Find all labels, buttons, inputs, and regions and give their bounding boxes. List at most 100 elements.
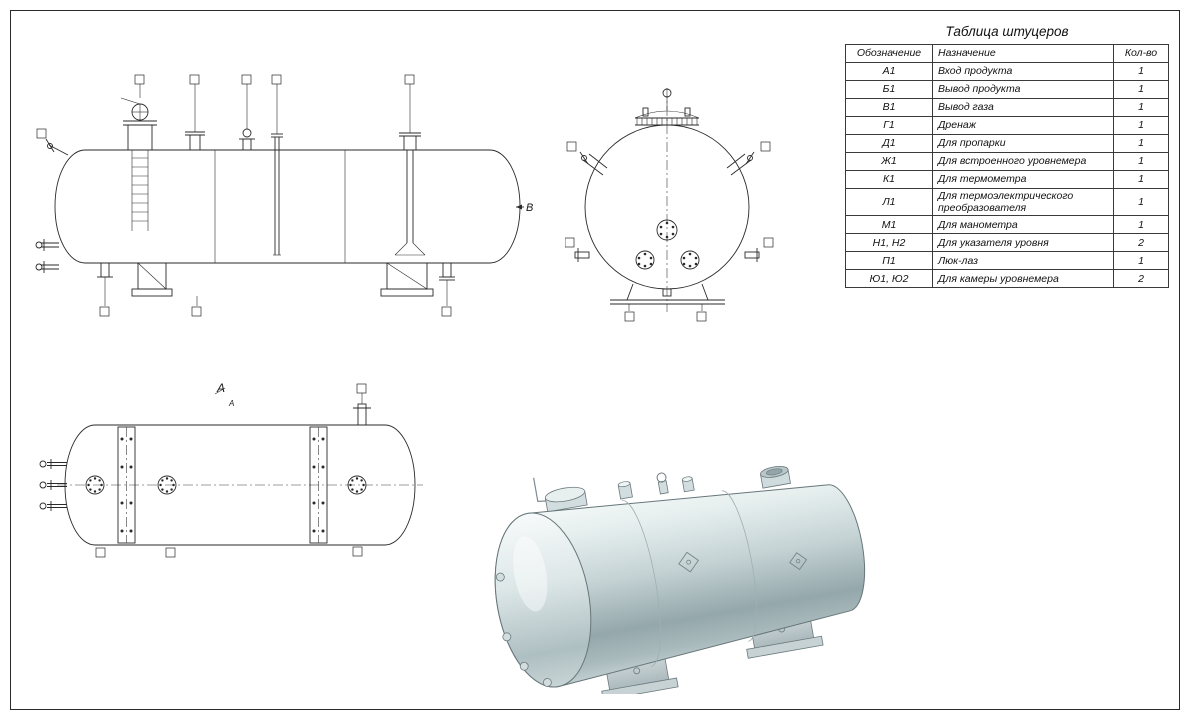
plan-arrow-label: А <box>216 381 225 395</box>
drawing-frame-border <box>10 10 1180 710</box>
dip-pipe-nozzle <box>394 74 426 256</box>
nozzle-designation: П1 <box>845 251 933 271</box>
col-header-purpose: Назначение <box>932 44 1114 63</box>
nozzle-purpose: Для термоэлектрического преобразователя <box>932 187 1114 217</box>
iso-view-render <box>494 466 866 694</box>
nozzle-qty: 2 <box>1113 269 1169 289</box>
plan-saddle-left <box>117 426 136 544</box>
iso-view <box>455 432 895 694</box>
iso-cap-fittings <box>495 572 552 687</box>
plan-left-stubs <box>39 459 67 511</box>
side-view-marker-label: В <box>526 202 533 214</box>
nozzle-qty: 1 <box>1113 152 1169 171</box>
nozzle-purpose: Для манометра <box>932 215 1114 235</box>
end-view-flange-low-left <box>635 250 655 270</box>
nozzle-qty: 1 <box>1113 80 1169 99</box>
level-gauge-pipe <box>271 74 283 256</box>
side-view-drawing: В <box>35 74 533 317</box>
nozzle-qty: 1 <box>1113 187 1169 217</box>
end-view-flange-center <box>656 219 678 241</box>
plan-saddle-right <box>309 426 328 544</box>
plan-view-drawing: А А <box>39 381 423 558</box>
end-view-manhole <box>634 88 700 126</box>
nozzle-qty: 1 <box>1113 170 1169 189</box>
nozzle-designation: Г1 <box>845 116 933 135</box>
bottom-flag-middle <box>191 296 202 317</box>
iso-nameplate-2 <box>789 552 808 571</box>
nozzle-purpose: Для встроенного уровнемера <box>932 152 1114 171</box>
plan-flange-1 <box>85 475 105 495</box>
plan-view-label-group: А А <box>214 381 234 408</box>
iso-top-fittings <box>533 466 791 513</box>
nozzle-qty: 2 <box>1113 233 1169 253</box>
vessel-shell <box>54 149 521 264</box>
plan-view-label: А <box>228 399 234 408</box>
nozzle-qty: 1 <box>1113 134 1169 153</box>
nozzle-designation: Л1 <box>845 187 933 217</box>
saddle-support-left <box>131 262 173 297</box>
end-view-stub-right <box>744 237 774 262</box>
nozzle-designation: В1 <box>845 98 933 117</box>
tank-3d <box>494 466 866 694</box>
iso-left-cap <box>494 512 592 688</box>
nozzle-designation: Н1, Н2 <box>845 233 933 253</box>
end-view-stub-left <box>565 237 590 262</box>
nozzle-designation: Б1 <box>845 80 933 99</box>
end-view-bracket-right <box>726 141 771 176</box>
top-nozzle-1 <box>185 74 205 151</box>
plan-shell <box>64 424 416 546</box>
internal-ladder <box>131 150 149 231</box>
plan-flange-3 <box>347 475 367 495</box>
col-header-designation: Обозначение <box>845 44 933 63</box>
bottom-nozzle-left <box>97 262 113 317</box>
plan-top-nozzle <box>353 383 371 426</box>
end-view <box>565 60 780 330</box>
nozzle-qty: 1 <box>1113 62 1169 81</box>
nozzle-purpose: Вывод продукта <box>932 80 1114 99</box>
nozzle-purpose: Для указателя уровня <box>932 233 1114 253</box>
table-header-row: Обозначение Назначение Кол-во <box>845 44 1169 63</box>
end-view-flange-low-right <box>680 250 700 270</box>
plan-view: А А <box>35 372 435 567</box>
col-header-qty: Кол-во <box>1113 44 1169 63</box>
nozzle-designation: Ж1 <box>845 152 933 171</box>
nozzle-purpose: Дренаж <box>932 116 1114 135</box>
nozzle-qty: 1 <box>1113 98 1169 117</box>
nozzle-purpose: Для термометра <box>932 170 1114 189</box>
end-view-base <box>610 283 725 322</box>
top-nozzle-2 <box>239 74 255 151</box>
nozzle-purpose: Люк-лаз <box>932 251 1114 271</box>
manhole-nozzle <box>120 74 157 151</box>
nozzle-purpose: Для пропарки <box>932 134 1114 153</box>
view-direction-marker: В <box>516 202 533 214</box>
nozzle-table: Таблица штуцеров Обозначение Назначение … <box>845 24 1169 289</box>
nozzle-purpose: Вход продукта <box>932 62 1114 81</box>
nozzle-qty: 1 <box>1113 215 1169 235</box>
nozzle-purpose: Вывод газа <box>932 98 1114 117</box>
side-view: В <box>35 55 540 345</box>
iso-nameplate-1 <box>678 551 700 573</box>
plan-flange-2 <box>157 475 177 495</box>
nozzle-qty: 1 <box>1113 251 1169 271</box>
nozzle-designation: Д1 <box>845 134 933 153</box>
nozzle-table-title: Таблица штуцеров <box>945 24 1069 39</box>
left-head-fittings <box>35 128 69 273</box>
drain-nozzle <box>439 262 455 317</box>
end-view-drawing <box>565 88 774 322</box>
nozzle-designation: А1 <box>845 62 933 81</box>
saddle-support-right <box>380 262 434 297</box>
nozzle-designation: Ю1, Ю2 <box>845 269 933 289</box>
